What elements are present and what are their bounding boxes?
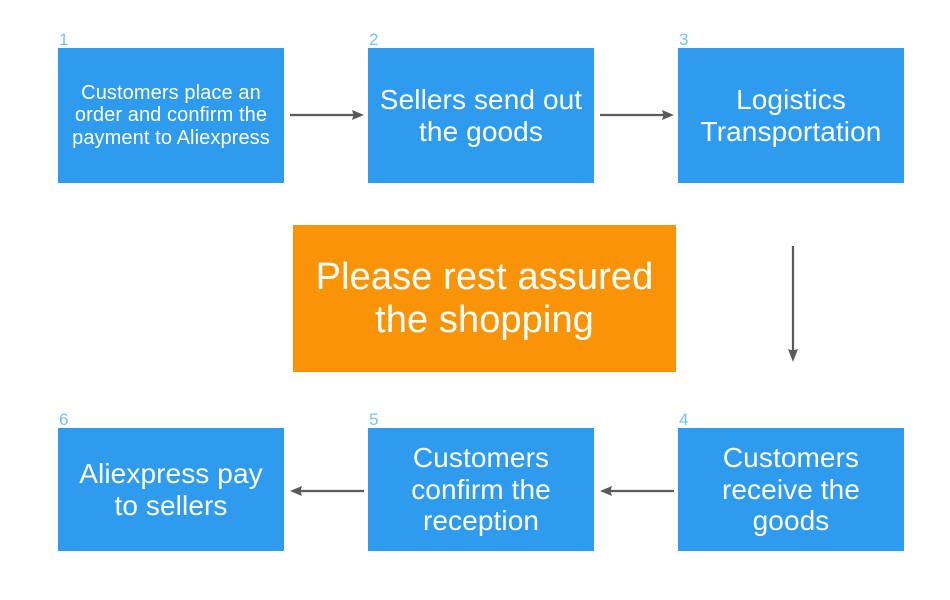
step-number-2: 2 (369, 30, 379, 49)
step-box-6[interactable]: Aliexpress pay to sellers (58, 428, 284, 551)
arrow-step4-to-step5 (600, 476, 674, 506)
step-box-5-label: Customers confirm the reception (411, 442, 551, 537)
step-box-2[interactable]: Sellers send out the goods (368, 48, 594, 183)
step-number-1: 1 (59, 30, 69, 49)
step-box-3[interactable]: Logistics Transportation (678, 48, 904, 183)
step-box-4-label: Customers receive the goods (721, 442, 861, 537)
highlight-box[interactable]: Please rest assured the shopping (293, 225, 676, 372)
step-box-4[interactable]: Customers receive the goods (678, 428, 904, 551)
step-box-5[interactable]: Customers confirm the reception (368, 428, 594, 551)
arrow-step1-to-step2 (290, 100, 364, 130)
arrow-step5-to-step6 (290, 476, 364, 506)
highlight-box-label: Please rest assured the shopping (315, 255, 654, 341)
step-box-6-label: Aliexpress pay to sellers (79, 458, 263, 521)
arrow-step3-to-step4 (778, 246, 808, 362)
step-number-3: 3 (679, 30, 689, 49)
step-number-4: 4 (679, 410, 689, 429)
step-number-6: 6 (59, 410, 69, 429)
arrow-step2-to-step3 (600, 100, 674, 130)
step-box-3-label: Logistics Transportation (700, 84, 882, 147)
step-box-1-label: Customers place an order and confirm the… (72, 81, 270, 149)
step-number-5: 5 (369, 410, 379, 429)
step-box-2-label: Sellers send out the goods (379, 84, 583, 147)
step-box-1[interactable]: Customers place an order and confirm the… (58, 48, 284, 183)
